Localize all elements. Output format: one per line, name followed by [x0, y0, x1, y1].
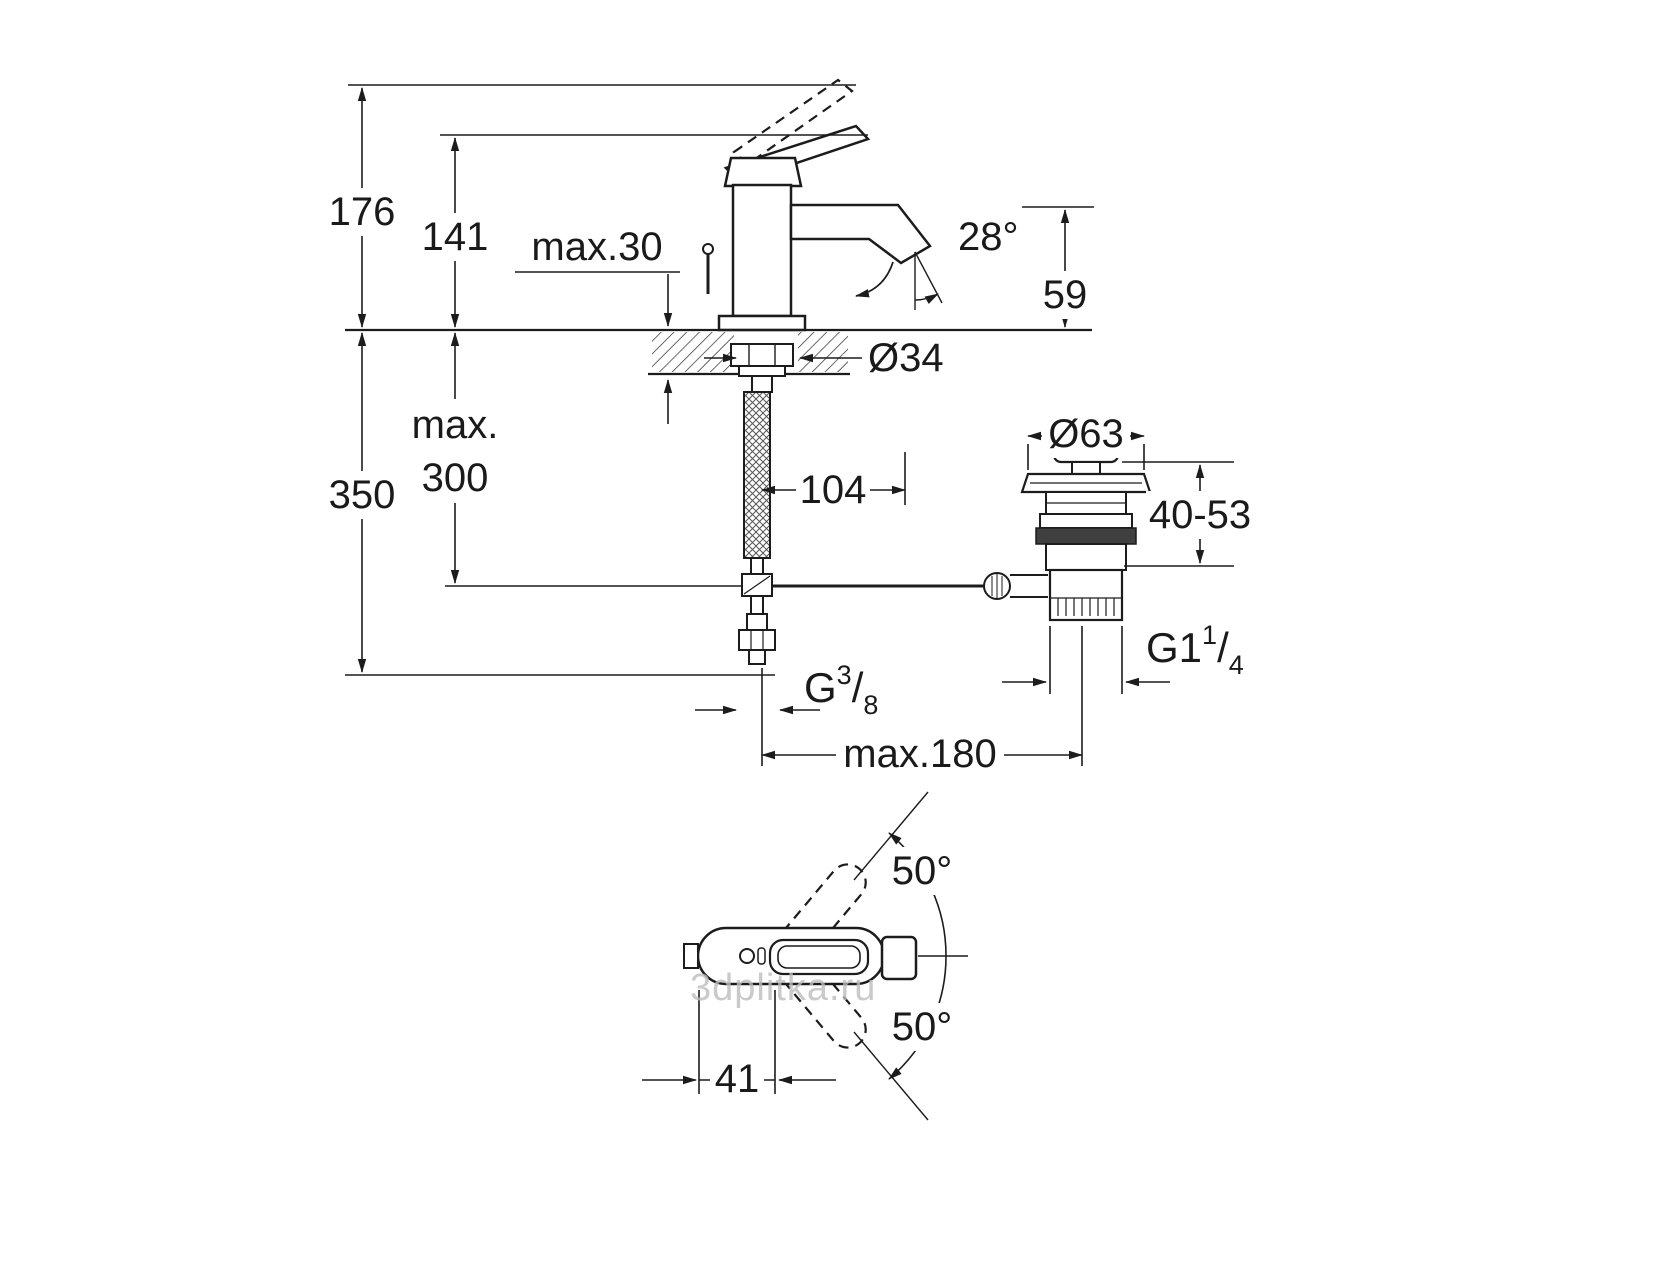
dim-max-word-label: max.	[412, 403, 499, 447]
top-view-spout	[880, 935, 918, 981]
dim-50deg-up-label: 50°	[892, 849, 953, 893]
dim-41-label: 41	[715, 1057, 760, 1101]
mounting-hardware	[730, 343, 794, 665]
dim-141-label: 141	[422, 215, 489, 259]
drain-lower-body	[1048, 568, 1124, 622]
extension-lines	[345, 84, 1234, 1094]
spout-angle-annotation	[855, 251, 943, 310]
watermark-text: 3dplitka.ru	[690, 967, 876, 1009]
top-view-slot	[757, 947, 766, 965]
dim-d63-label: Ø63	[1048, 412, 1124, 456]
top-view-rod-tab	[683, 943, 699, 969]
dim-g114-label: G11/4	[1146, 620, 1244, 680]
pop-up-rod-assembly	[445, 572, 1048, 600]
drain-ring	[1039, 513, 1133, 529]
mounting-washer	[738, 365, 786, 377]
dim-300-label: 300	[422, 456, 489, 500]
top-view-handle	[768, 938, 870, 976]
drain-assembly	[1020, 444, 1152, 622]
dim-g38-label: G3/8	[804, 660, 878, 720]
angle-arc	[914, 293, 939, 304]
rod-clamp-detail	[743, 575, 771, 595]
mounting-nut	[730, 343, 794, 367]
water-flow-arrow	[855, 261, 894, 298]
counter-hatch-left	[652, 332, 734, 372]
faucet-base-plate	[717, 314, 807, 332]
counter-section	[345, 328, 1092, 376]
spout	[789, 203, 932, 265]
dim-350-label: 350	[329, 473, 396, 517]
dim-max30-label: max.30	[531, 225, 662, 269]
pop-up-pull-rod-knob	[702, 243, 714, 255]
lever-base	[723, 156, 803, 188]
dim-50deg-down-label: 50°	[892, 1005, 953, 1049]
label-backgrounds	[322, 188, 1254, 1102]
dim-104-label: 104	[800, 468, 867, 512]
flexible-supply-hose	[743, 391, 771, 559]
hose-nut	[738, 629, 776, 651]
top-view-cartridge-dot	[739, 948, 755, 964]
hose-thread-stub	[748, 649, 766, 665]
threaded-stud	[751, 375, 773, 393]
dim-176-label: 176	[329, 190, 396, 234]
dim-d34-label: Ø34	[868, 336, 944, 380]
dim-40-53-label: 40-53	[1149, 493, 1251, 537]
dim-28deg-label: 28°	[958, 215, 1019, 259]
dimension-labels: 176 141 max.30 28° 59 Ø34 max. 300 350 1…	[329, 190, 1252, 1101]
angle-ref-slanted-line	[914, 251, 943, 304]
dim-59-label: 59	[1043, 273, 1088, 317]
top-view-handle-inner	[777, 945, 861, 969]
drain-rubber-seal	[1035, 527, 1137, 545]
counter-hatch-right	[798, 332, 848, 372]
drain-plug-stem	[1071, 461, 1101, 475]
hose-connector	[746, 613, 768, 631]
dim-max180-label: max.180	[843, 732, 996, 776]
faucet-top-view	[683, 791, 968, 1121]
faucet-side-view	[702, 78, 932, 332]
faucet-body	[731, 183, 793, 318]
drain-mid-body	[1045, 543, 1127, 571]
